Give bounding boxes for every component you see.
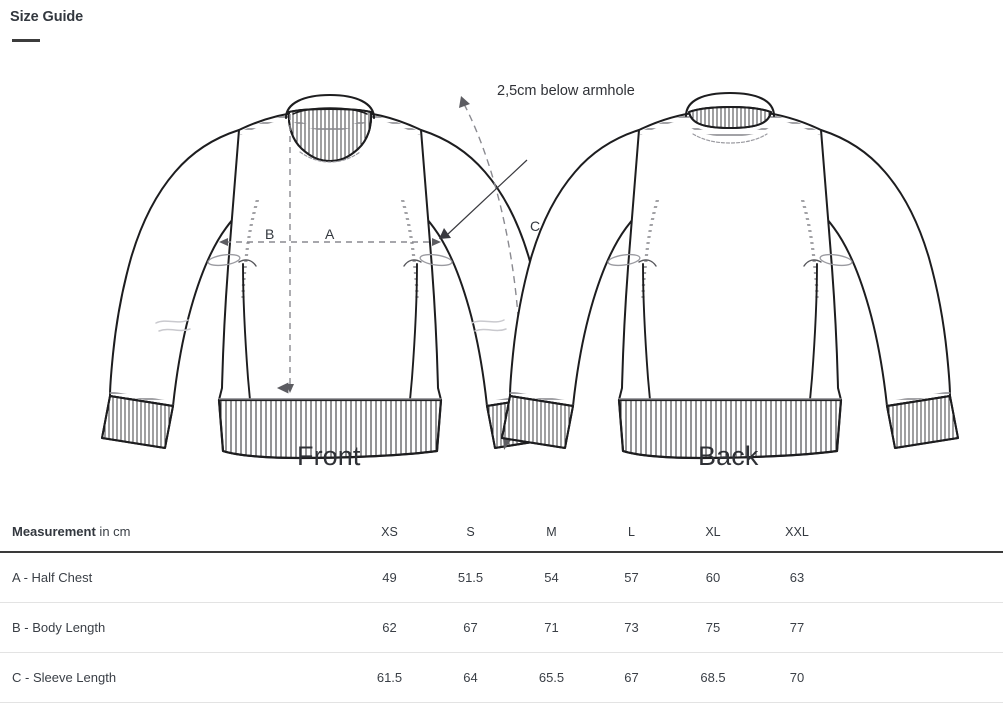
size-table-head: Measurement in cm XS S M L XL XXL <box>0 524 1003 552</box>
table-row: C - Sleeve Length 61.5 64 65.5 67 68.5 7… <box>0 652 1003 703</box>
measurement-label-bold: Measurement <box>12 524 96 539</box>
column-header-xs: XS <box>381 525 398 539</box>
cell-half-chest-xs: 49 <box>349 552 430 603</box>
table-row: A - Half Chest 49 51.5 54 57 60 63 <box>0 552 1003 603</box>
column-header-xl: XL <box>705 525 721 539</box>
cell-half-chest-m: 54 <box>511 552 592 603</box>
column-header-m: M <box>546 525 557 539</box>
cell-sleeve-length-l: 67 <box>592 652 671 703</box>
size-table-body: A - Half Chest 49 51.5 54 57 60 63 B - B… <box>0 552 1003 703</box>
cell-body-length-spacer <box>839 602 1003 653</box>
cell-half-chest-spacer <box>839 552 1003 603</box>
cell-half-chest-s: 51.5 <box>430 552 511 603</box>
front-view-caption: Front <box>297 441 361 471</box>
measurement-label-light: in cm <box>95 524 131 539</box>
row-label-half-chest: A - Half Chest <box>0 552 349 603</box>
table-header-row: Measurement in cm XS S M L XL XXL <box>0 524 1003 552</box>
annotation-leader-line <box>447 159 528 235</box>
label-c: C <box>530 218 541 234</box>
cell-body-length-s: 67 <box>430 602 511 653</box>
column-header-xxl: XXL <box>785 525 809 539</box>
size-table: Measurement in cm XS S M L XL XXL A - Ha… <box>0 524 1003 703</box>
back-sweater-drawing <box>501 91 959 460</box>
garment-illustration <box>0 48 1003 468</box>
cell-body-length-xl: 75 <box>671 602 755 653</box>
cell-sleeve-length-xs: 61.5 <box>349 652 430 703</box>
label-a: A <box>325 226 335 242</box>
armhole-annotation: 2,5cm below armhole <box>497 83 635 99</box>
cell-sleeve-length-xxl: 70 <box>755 652 839 703</box>
size-guide-page: Size Guide <box>0 9 1003 703</box>
cell-sleeve-length-m: 65.5 <box>511 652 592 703</box>
front-sweater-drawing <box>101 93 559 460</box>
size-table-container: Measurement in cm XS S M L XL XXL A - Ha… <box>0 524 1003 703</box>
cell-body-length-xxl: 77 <box>755 602 839 653</box>
cell-body-length-xs: 62 <box>349 602 430 653</box>
column-header-measurement: Measurement in cm <box>0 524 349 552</box>
column-header-s: S <box>466 525 475 539</box>
column-header-l: L <box>628 525 635 539</box>
cell-half-chest-l: 57 <box>592 552 671 603</box>
cell-half-chest-xl: 60 <box>671 552 755 603</box>
back-view-caption: Back <box>698 441 759 471</box>
cell-body-length-l: 73 <box>592 602 671 653</box>
cell-sleeve-length-xl: 68.5 <box>671 652 755 703</box>
label-b: B <box>265 226 275 242</box>
row-label-sleeve-length: C - Sleeve Length <box>0 652 349 703</box>
cell-body-length-m: 71 <box>511 602 592 653</box>
title-underline-accent <box>12 39 40 42</box>
column-header-spacer <box>839 524 1003 552</box>
row-label-body-length: B - Body Length <box>0 602 349 653</box>
cell-sleeve-length-s: 64 <box>430 652 511 703</box>
cell-half-chest-xxl: 63 <box>755 552 839 603</box>
table-row: B - Body Length 62 67 71 73 75 77 <box>0 602 1003 653</box>
page-title: Size Guide <box>10 9 84 25</box>
cell-sleeve-length-spacer <box>839 652 1003 703</box>
